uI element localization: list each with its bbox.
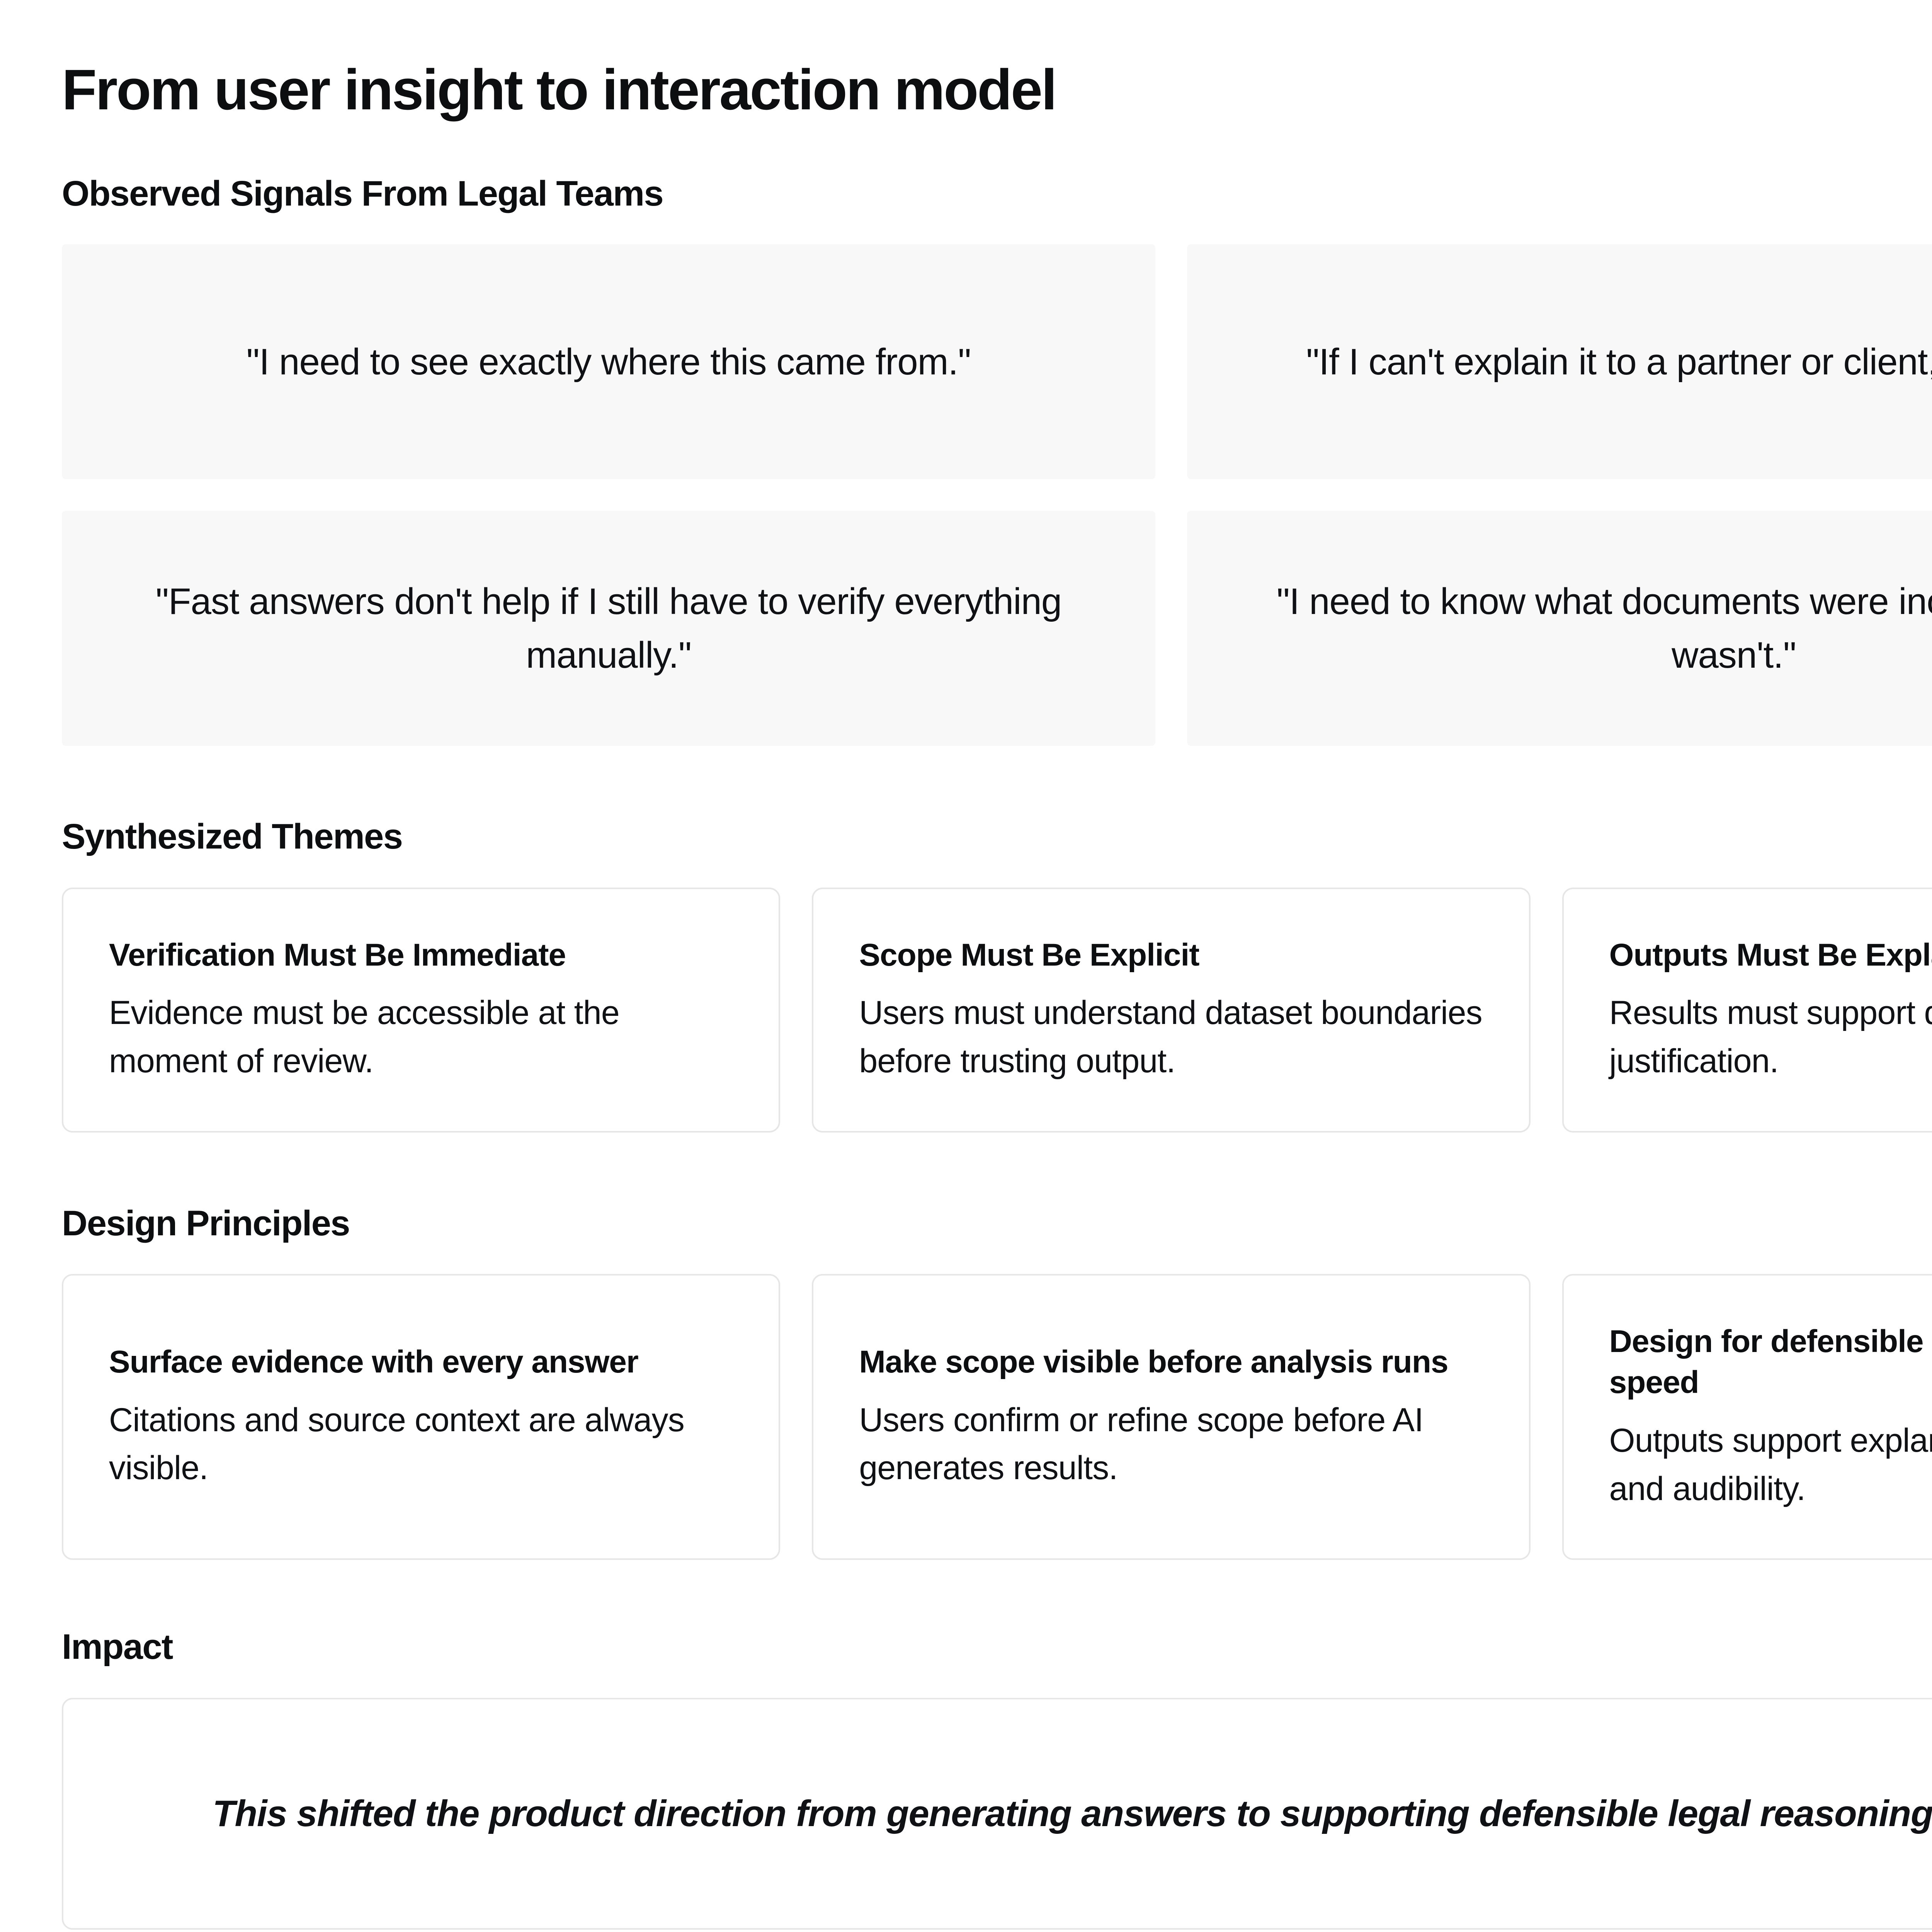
theme-card: Scope Must Be Explicit Users must unders… bbox=[812, 887, 1531, 1133]
impact-statement: This shifted the product direction from … bbox=[213, 1793, 1932, 1835]
themes-grid: Verification Must Be Immediate Evidence … bbox=[62, 887, 1932, 1133]
impact-card: This shifted the product direction from … bbox=[62, 1697, 1932, 1930]
quote-grid: "I need to see exactly where this came f… bbox=[62, 244, 1932, 746]
theme-card-title: Scope Must Be Explicit bbox=[859, 937, 1199, 973]
principle-card: Make scope visible before analysis runs … bbox=[812, 1274, 1531, 1560]
theme-card-title: Outputs Must Be Explainable bbox=[1609, 937, 1932, 973]
principle-card-body: Users confirm or refine scope before AI … bbox=[859, 1401, 1423, 1487]
theme-card: Verification Must Be Immediate Evidence … bbox=[62, 887, 781, 1133]
section-observed-signals: Observed Signals From Legal Teams "I nee… bbox=[62, 172, 1932, 746]
page-title: From user insight to interaction model bbox=[62, 58, 1057, 122]
quote-card: "I need to know what documents were incl… bbox=[1187, 511, 1932, 746]
theme-card-body: Evidence must be accessible at the momen… bbox=[109, 994, 620, 1080]
theme-card-body: Users must understand dataset boundaries… bbox=[859, 994, 1482, 1080]
quote-text: "I need to know what documents were incl… bbox=[1276, 580, 1932, 676]
section-heading-design-principles: Design Principles bbox=[62, 1203, 350, 1243]
principle-card-title: Design for defensible reasoning, not jus… bbox=[1609, 1323, 1932, 1400]
section-heading-impact: Impact bbox=[62, 1627, 173, 1667]
quote-text: "Fast answers don't help if I still have… bbox=[155, 580, 1062, 676]
principle-card: Surface evidence with every answer Citat… bbox=[62, 1274, 781, 1560]
section-impact: Impact This shifted the product directio… bbox=[62, 1626, 1932, 1930]
quote-text: "I need to see exactly where this came f… bbox=[246, 341, 971, 383]
section-heading-observed-signals: Observed Signals From Legal Teams bbox=[62, 173, 664, 213]
principles-grid: Surface evidence with every answer Citat… bbox=[62, 1274, 1932, 1560]
quote-card: "If I can't explain it to a partner or c… bbox=[1187, 244, 1932, 480]
section-heading-synthesized-themes: Synthesized Themes bbox=[62, 817, 403, 857]
principle-card-title: Surface evidence with every answer bbox=[109, 1344, 639, 1380]
quote-card: "Fast answers don't help if I still have… bbox=[62, 511, 1155, 746]
section-design-principles: Design Principles Surface evidence with … bbox=[62, 1202, 1932, 1560]
principle-card-body: Outputs support explanation, validation,… bbox=[1609, 1422, 1932, 1507]
theme-card-body: Results must support downstream legal ju… bbox=[1609, 994, 1932, 1080]
principle-card: Design for defensible reasoning, not jus… bbox=[1562, 1274, 1932, 1560]
principle-card-title: Make scope visible before analysis runs bbox=[859, 1344, 1448, 1380]
principle-card-body: Citations and source context are always … bbox=[109, 1401, 685, 1487]
theme-card: Outputs Must Be Explainable Results must… bbox=[1562, 887, 1932, 1133]
theme-card-title: Verification Must Be Immediate bbox=[109, 937, 566, 973]
quote-card: "I need to see exactly where this came f… bbox=[62, 244, 1155, 480]
quote-text: "If I can't explain it to a partner or c… bbox=[1306, 341, 1932, 383]
section-synthesized-themes: Synthesized Themes Verification Must Be … bbox=[62, 815, 1932, 1133]
